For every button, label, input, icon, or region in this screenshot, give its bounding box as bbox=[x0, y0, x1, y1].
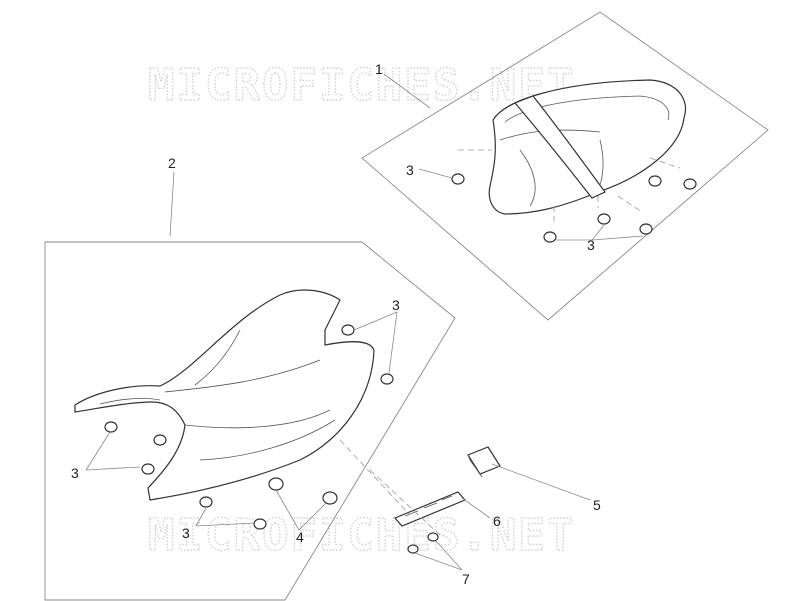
callout-3: 3 bbox=[71, 465, 79, 481]
rider-seat bbox=[74, 289, 375, 501]
buffer bbox=[451, 173, 465, 185]
buffer bbox=[597, 213, 611, 225]
passenger-seat-buffers bbox=[451, 173, 697, 243]
callout-3: 3 bbox=[406, 162, 414, 178]
buffer-4 bbox=[322, 491, 338, 505]
buffer bbox=[104, 421, 118, 433]
callout-7: 7 bbox=[462, 571, 470, 587]
screw bbox=[407, 544, 419, 554]
callout-4: 4 bbox=[296, 529, 304, 545]
buffer-4 bbox=[268, 477, 284, 491]
callout-6: 6 bbox=[493, 513, 501, 529]
callout-1: 1 bbox=[375, 61, 383, 77]
buffer bbox=[380, 373, 394, 385]
screw bbox=[427, 532, 439, 542]
buffer bbox=[153, 434, 167, 446]
buffer bbox=[639, 223, 653, 235]
callout-3: 3 bbox=[182, 525, 190, 541]
buffer bbox=[648, 175, 662, 187]
buffer bbox=[253, 518, 267, 530]
callout-3: 3 bbox=[587, 237, 595, 253]
watermark-top: MICROFICHES.NET bbox=[148, 60, 575, 111]
callout-5: 5 bbox=[593, 497, 601, 513]
rider-seat-buffers bbox=[104, 324, 394, 530]
plate-guides bbox=[339, 439, 441, 536]
passenger-seat-frame bbox=[361, 11, 769, 321]
pad bbox=[467, 446, 501, 478]
buffer bbox=[141, 463, 155, 475]
leader-lines bbox=[85, 73, 644, 571]
callout-3: 3 bbox=[392, 297, 400, 313]
buffer bbox=[341, 324, 355, 336]
passenger-seat bbox=[488, 79, 686, 215]
rider-seat-frame bbox=[44, 241, 456, 601]
watermark-bottom: MICROFICHES.NET bbox=[148, 510, 575, 561]
screws bbox=[407, 532, 439, 554]
callout-2: 2 bbox=[168, 155, 176, 171]
buffer bbox=[683, 178, 697, 190]
mounting-guides bbox=[458, 149, 681, 222]
buffer bbox=[543, 231, 557, 243]
buffer bbox=[199, 496, 213, 508]
